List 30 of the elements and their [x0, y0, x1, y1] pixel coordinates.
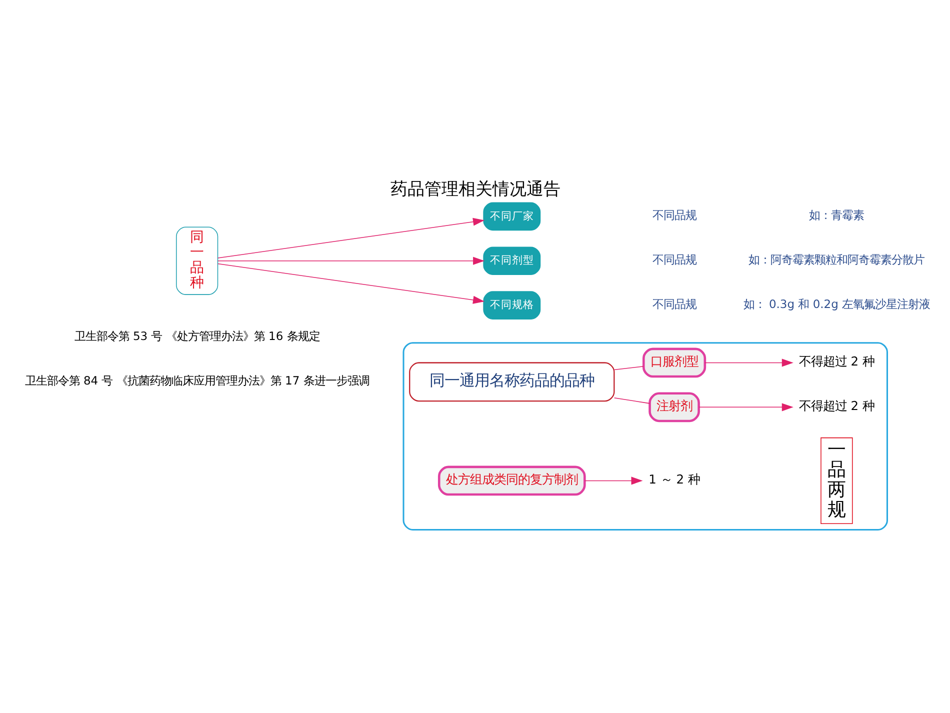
node-box: 口服剂型 [642, 347, 706, 378]
diagram-title: 药品管理相关情况通告 [390, 178, 560, 198]
label: 如：阿奇霉素颗粒和阿奇霉素分散片 [748, 252, 924, 266]
label: 如：青霉素 [808, 208, 864, 222]
label: 卫生部令第 84 号 《抗菌药物临床应用管理办法》第 17 条进一步强调 [24, 373, 369, 388]
arrow [217, 256, 484, 264]
node-box: 同一品种 [176, 226, 218, 294]
arrow [698, 402, 793, 411]
connector [613, 396, 650, 404]
node-box: 同一通用名称药品的品种 [408, 362, 614, 402]
node-box: 一品两规 [820, 436, 852, 524]
node-box: 不同剂型 [482, 246, 540, 275]
arrow [704, 358, 793, 366]
node-text: 不得超过 2 种 [798, 354, 874, 368]
node-text: 1 ～ 2 种 [648, 472, 700, 486]
label: 不同品规 [652, 252, 696, 266]
cluster [402, 342, 888, 530]
node-box: 不同规格 [482, 290, 540, 319]
label: 如： 0.3g 和 0.2g 左氧氟沙星注射液 [742, 296, 930, 310]
node-box: 注射剂 [648, 392, 700, 422]
label: 不同品规 [652, 296, 696, 310]
node-box: 不同厂家 [482, 202, 540, 230]
arrow [217, 262, 484, 304]
connector [613, 365, 644, 370]
arrow [217, 217, 484, 258]
label: 卫生部令第 53 号 《处方管理办法》第 16 条规定 [74, 328, 320, 343]
node-box: 处方组成类同的复方制剂 [437, 465, 586, 496]
arrow [584, 476, 642, 484]
node-text: 不得超过 2 种 [798, 398, 874, 413]
label: 不同品规 [652, 208, 696, 222]
